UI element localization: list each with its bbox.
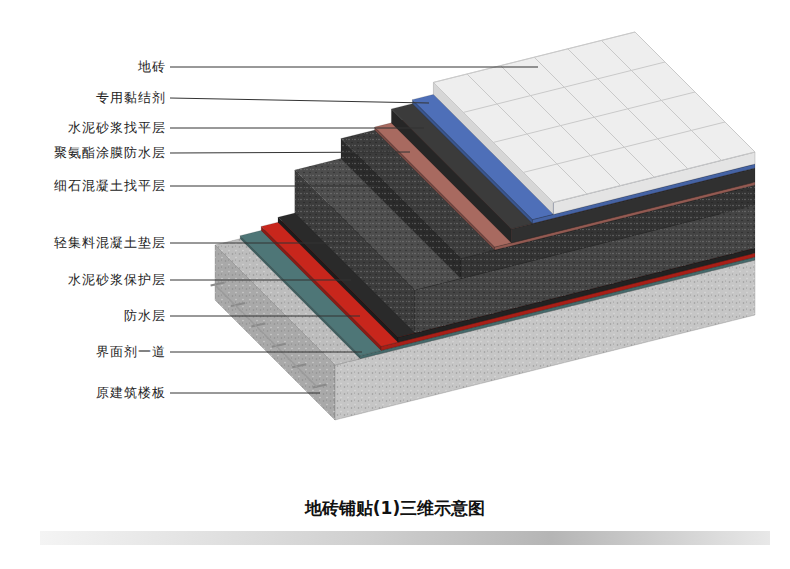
leader-line bbox=[170, 128, 424, 129]
leader-line bbox=[170, 98, 429, 103]
layer-label: 细石混凝土找平层 bbox=[54, 178, 166, 194]
leader-line bbox=[170, 186, 378, 187]
layer-label: 水泥砂浆找平层 bbox=[68, 120, 166, 136]
leader-line bbox=[170, 152, 410, 153]
layer-label: 专用黏结剂 bbox=[96, 90, 166, 106]
layer-label: 聚氨酯涂膜防水层 bbox=[54, 145, 166, 161]
leader-line bbox=[170, 67, 538, 68]
tile-joint bbox=[635, 32, 755, 152]
rebar-stub bbox=[211, 283, 225, 286]
leader-line bbox=[170, 316, 360, 317]
tile-layer-top bbox=[433, 32, 755, 202]
layer-label: 轻集料混凝土垫层 bbox=[54, 235, 166, 251]
layer-label: 界面剂一道 bbox=[96, 344, 166, 360]
caption: 地砖铺贴(1)三维示意图 bbox=[0, 497, 790, 520]
leader-line bbox=[170, 280, 351, 281]
layer-label: 防水层 bbox=[124, 308, 166, 324]
layer-label: 地砖 bbox=[138, 59, 166, 75]
leader-line bbox=[170, 393, 320, 394]
layer-label: 水泥砂浆保护层 bbox=[68, 272, 166, 288]
layer-label: 原建筑楼板 bbox=[96, 385, 166, 401]
leader-line bbox=[170, 352, 362, 353]
caption-bar bbox=[40, 531, 770, 545]
leader-line bbox=[170, 243, 348, 244]
